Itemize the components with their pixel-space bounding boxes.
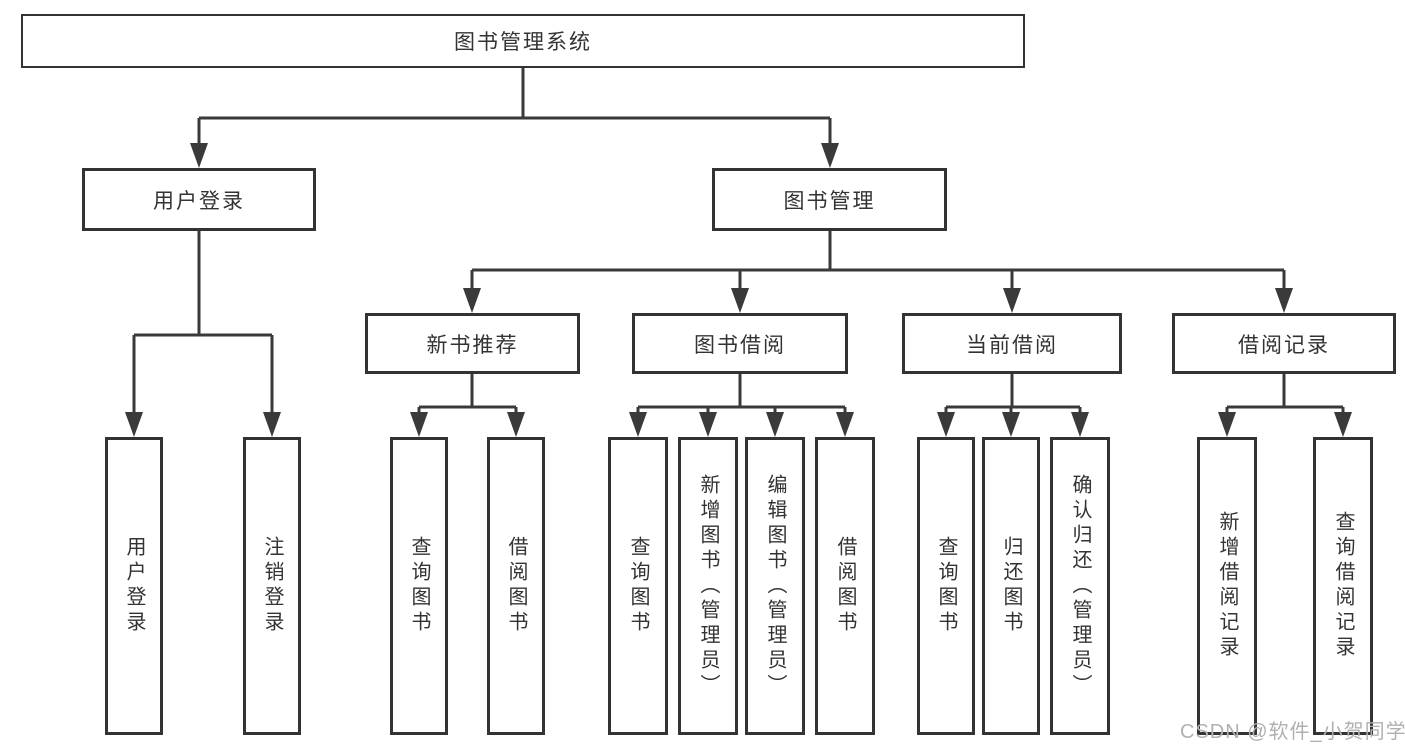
node-book-borrow: 图书借阅	[632, 313, 848, 374]
leaf-return-book: 归还图书	[982, 437, 1040, 735]
leaf-label: 查询图书	[935, 536, 957, 636]
leaf-label: 借阅图书	[834, 536, 856, 636]
leaf-add-book-admin: 新增图书（管理员）	[678, 437, 738, 735]
node-label: 图书管理系统	[454, 31, 592, 54]
leaf-label: 查询图书	[627, 536, 649, 636]
leaf-borrow-books-recommend: 借阅图书	[487, 437, 545, 735]
leaf-label: 归还图书	[1000, 536, 1022, 636]
leaf-confirm-return-admin: 确认归还（管理员）	[1050, 437, 1110, 735]
leaf-label: 新增图书（管理员）	[697, 473, 719, 699]
leaf-label: 查询借阅记录	[1332, 511, 1354, 661]
leaf-label: 注销登录	[261, 536, 283, 636]
leaf-label: 新增借阅记录	[1216, 511, 1238, 661]
leaf-user-login: 用户登录	[105, 437, 163, 735]
node-current-borrow: 当前借阅	[902, 313, 1122, 374]
node-label: 当前借阅	[966, 333, 1058, 357]
leaf-label: 借阅图书	[505, 536, 527, 636]
node-new-book-recommend: 新书推荐	[365, 313, 580, 374]
arrowheads	[125, 143, 1352, 437]
node-label: 借阅记录	[1238, 333, 1330, 357]
node-label: 图书管理	[783, 189, 876, 213]
node-label: 用户登录	[153, 189, 245, 213]
node-user-login: 用户登录	[82, 168, 316, 231]
leaf-label: 编辑图书（管理员）	[764, 473, 786, 699]
csdn-watermark: CSDN @软件_小贺同学	[1180, 721, 1405, 743]
leaf-logout: 注销登录	[243, 437, 301, 735]
leaf-query-books-current: 查询图书	[917, 437, 975, 735]
leaf-query-books-recommend: 查询图书	[390, 437, 448, 735]
leaf-label: 查询图书	[408, 536, 430, 636]
leaf-add-borrow-record: 新增借阅记录	[1197, 437, 1257, 735]
leaf-label: 确认归还（管理员）	[1069, 473, 1091, 699]
connector-paths	[132, 68, 1345, 414]
node-label: 图书借阅	[694, 333, 786, 357]
node-label: 新书推荐	[426, 333, 519, 357]
node-book-management: 图书管理	[712, 168, 947, 231]
node-borrow-records: 借阅记录	[1172, 313, 1396, 374]
leaf-borrow-books: 借阅图书	[815, 437, 875, 735]
leaf-query-books-borrow: 查询图书	[608, 437, 668, 735]
node-library-management-system: 图书管理系统	[21, 14, 1025, 68]
leaf-edit-book-admin: 编辑图书（管理员）	[745, 437, 805, 735]
leaf-query-borrow-record: 查询借阅记录	[1313, 437, 1373, 735]
leaf-label: 用户登录	[123, 536, 145, 636]
